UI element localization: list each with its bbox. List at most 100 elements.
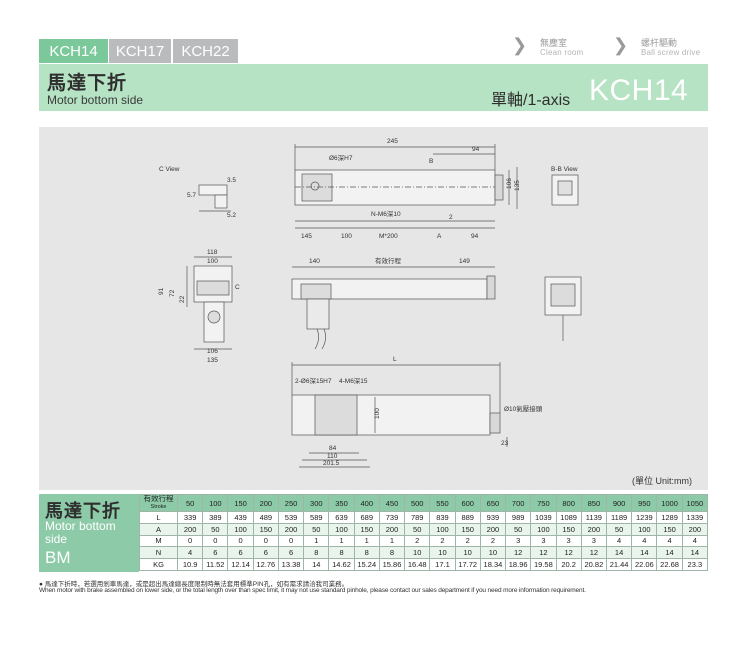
table-cell: 19.58 — [530, 558, 557, 571]
table-cell: 1 — [303, 534, 330, 548]
table-cell: 12 — [505, 546, 532, 560]
table-cell: 150 — [555, 522, 582, 536]
dim-22: 22 — [179, 295, 186, 303]
table-cell: 200 — [681, 522, 709, 536]
table-cell: 4 — [656, 534, 683, 548]
table-cell: 22.68 — [656, 558, 683, 571]
nav-clean-room[interactable]: 無塵室 — [540, 38, 568, 48]
table-cell: 50 — [404, 522, 431, 536]
table-cell: 12 — [555, 546, 582, 560]
spec-side-panel: 馬達下折 Motor bottom side BM — [39, 494, 139, 572]
table-cell: 339 — [176, 511, 204, 524]
spec-title: 馬達下折 — [45, 501, 121, 521]
label-c: C — [235, 284, 240, 291]
row-label: L — [139, 511, 178, 524]
note-en: When motor with brake assembled on lower… — [39, 587, 586, 594]
table-cell: 6 — [202, 546, 229, 560]
table-cell: 200 — [580, 522, 607, 536]
dim-84: 84 — [329, 445, 337, 452]
table-cell: 1239 — [631, 511, 658, 524]
tab-kch14[interactable]: KCH14 — [39, 39, 108, 63]
table-cell: 20.82 — [580, 558, 607, 571]
table-cell: 15.86 — [378, 558, 406, 571]
table-cell: 2 — [479, 534, 507, 548]
dim-135b: 135 — [207, 357, 218, 364]
table-cell: 12.76 — [252, 558, 279, 571]
table-cell: 1039 — [530, 511, 557, 524]
table-cell: 100 — [530, 522, 557, 536]
dim-100b: 100 — [207, 258, 218, 265]
dim-135: 135 — [514, 180, 521, 191]
tab-kch17[interactable]: KCH17 — [109, 39, 171, 63]
dim-stroke: 有效行程 — [375, 256, 402, 265]
dim-m6: 4-M6深15 — [339, 376, 368, 385]
label-b: B — [429, 158, 433, 165]
table-cell: 689 — [353, 511, 380, 524]
table-cell: 8 — [378, 546, 406, 560]
dim-2: 2 — [449, 214, 453, 221]
table-cell: 10 — [404, 546, 431, 560]
page-title: 馬達下折 — [47, 73, 128, 94]
dim-110: 110 — [327, 453, 338, 460]
table-cell: 4 — [176, 546, 204, 560]
stroke-header-cell: 600 — [454, 494, 481, 512]
table-cell: 18.34 — [479, 558, 507, 571]
dim-94b: 94 — [471, 233, 479, 240]
dim-3-5: 3.5 — [227, 177, 236, 184]
stroke-header-cell: 650 — [479, 494, 507, 512]
nav-ball-screw-en: Ball screw drive — [641, 48, 701, 57]
table-cell: 23.3 — [681, 558, 709, 571]
nav-clean-room-en: Clean room — [540, 48, 584, 57]
stroke-header-cell: 850 — [580, 494, 607, 512]
table-cell: 14 — [681, 546, 709, 560]
table-cell: 489 — [252, 511, 279, 524]
stroke-header-cell: 750 — [530, 494, 557, 512]
dim-106b: 106 — [207, 348, 218, 355]
dim-149: 149 — [459, 258, 470, 265]
table-cell: 100 — [429, 522, 456, 536]
table-cell: 1089 — [555, 511, 582, 524]
table-cell: 889 — [454, 511, 481, 524]
table-cell: 4 — [631, 534, 658, 548]
dim-hole: Ø6深H7 — [329, 153, 353, 162]
tab-kch22[interactable]: KCH22 — [173, 39, 238, 63]
table-cell: 4 — [681, 534, 709, 548]
table-cell: 2 — [429, 534, 456, 548]
table-cell: 150 — [353, 522, 380, 536]
table-cell: 12 — [530, 546, 557, 560]
note-zh: ● 馬達下折時，若選用剎車馬達，或是超出馬達總長度限制時無法套用標準PIN孔，如… — [39, 581, 349, 588]
dim-a: A — [437, 233, 442, 240]
table-cell: 10 — [479, 546, 507, 560]
stroke-label-en: Stroke — [150, 504, 167, 510]
dim-94: 94 — [472, 146, 480, 153]
nav-ball-screw[interactable]: 螺杆驅動 — [641, 38, 678, 48]
chevron-right-icon: ❯ — [512, 35, 528, 55]
table-cell: 14.62 — [328, 558, 355, 571]
spec-subtitle: Motor bottom side — [45, 519, 116, 546]
table-cell: 14 — [631, 546, 658, 560]
table-cell: 0 — [252, 534, 279, 548]
dim-bolt: N-M6深10 — [371, 209, 401, 218]
c-view-label: C View — [159, 166, 180, 173]
stroke-header-cell: 350 — [328, 494, 355, 512]
header-band: 馬達下折 Motor bottom side 單軸/1-axis KCH14 — [39, 64, 708, 111]
table-cell: 22.06 — [631, 558, 658, 571]
stroke-header-cell: 1050 — [681, 494, 709, 512]
table-cell: 18.96 — [505, 558, 532, 571]
stroke-header-cell: 100 — [202, 494, 229, 512]
dim-5-7: 5.7 — [187, 192, 196, 199]
table-cell: 150 — [656, 522, 683, 536]
stroke-header-cell: 550 — [429, 494, 456, 512]
table-cell: 8 — [303, 546, 330, 560]
table-cell: 12 — [580, 546, 607, 560]
table-cell: 0 — [227, 534, 254, 548]
dim-91: 91 — [158, 287, 165, 295]
table-cell: 150 — [252, 522, 279, 536]
table-cell: 10 — [429, 546, 456, 560]
stroke-header-cell: 800 — [555, 494, 582, 512]
table-cell: 1289 — [656, 511, 683, 524]
dim-connector: Ø10氣壓接頭 — [504, 404, 543, 413]
